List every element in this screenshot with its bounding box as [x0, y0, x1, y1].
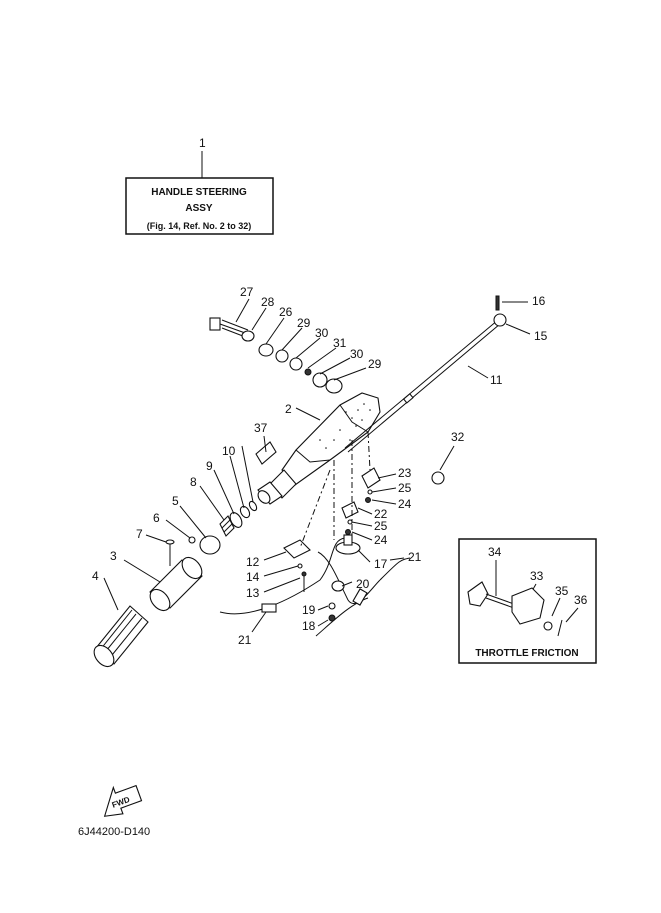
callout-29-lower: 29	[368, 357, 382, 371]
throttle-cables	[219, 534, 411, 637]
bracket-12	[283, 539, 311, 592]
callout-16: 16	[532, 294, 546, 308]
throttle-spring	[219, 515, 235, 537]
small-washer	[188, 536, 196, 544]
callout-9: 9	[206, 459, 213, 473]
centerlines	[299, 431, 371, 549]
callout-37: 37	[254, 421, 268, 435]
callout-35: 35	[555, 584, 569, 598]
callout-2: 2	[285, 402, 292, 416]
screw-7	[165, 539, 175, 566]
callout-22: 22	[374, 507, 388, 521]
washers-8-9-10	[229, 500, 258, 528]
assy-title-line1: HANDLE STEERING	[151, 187, 247, 198]
callout-13: 13	[246, 586, 260, 600]
callout-23: 23	[398, 466, 412, 480]
callout-18: 18	[302, 619, 316, 633]
assy-title-line2: ASSY	[185, 203, 213, 214]
assy-box	[125, 177, 274, 235]
callout-numbers: 2 3 4 5 6 7 8 9 10 11 12 13 14 15 16 17 …	[92, 285, 548, 647]
callout-14: 14	[246, 570, 260, 584]
callout-12: 12	[246, 555, 260, 569]
callout-24-upper: 24	[398, 497, 412, 511]
throttle-ring	[199, 535, 221, 555]
callout-19: 19	[302, 603, 316, 617]
diagram-code: 6J44200-D140	[78, 826, 150, 838]
callout-21-right: 21	[408, 550, 422, 564]
friction-lever	[467, 581, 489, 607]
assy-subtitle: (Fig. 14, Ref. No. 2 to 32)	[147, 221, 252, 231]
callout-8: 8	[190, 475, 197, 489]
throttle-grip	[93, 605, 149, 668]
callout-3: 3	[110, 549, 117, 563]
callout-4: 4	[92, 569, 99, 583]
callout-32: 32	[451, 430, 465, 444]
throttle-friction-inset: 34 33 35 36 THROTTLE FRICTION	[458, 538, 597, 664]
callout-17: 17	[374, 557, 388, 571]
callout-28: 28	[261, 295, 275, 309]
callout-27: 27	[240, 285, 254, 299]
callout-24-lower: 24	[374, 533, 388, 547]
callout-5: 5	[172, 494, 179, 508]
callout-34: 34	[488, 545, 502, 559]
callout-7: 7	[136, 527, 143, 541]
label-plate	[255, 441, 277, 465]
callout-21-left: 21	[238, 633, 252, 647]
pivot-bolt-stack	[209, 317, 343, 394]
inset-title: THROTTLE FRICTION	[475, 648, 578, 659]
callout-30-lower: 30	[350, 347, 364, 361]
leader-lines	[103, 298, 531, 633]
callout-10: 10	[222, 444, 236, 458]
fwd-arrow: FWD	[103, 784, 143, 817]
callout-31: 31	[333, 336, 347, 350]
callout-29-upper: 29	[297, 316, 311, 330]
throttle-rod	[344, 295, 507, 453]
callout-11: 11	[490, 373, 503, 387]
callout-36: 36	[574, 593, 588, 607]
callout-15: 15	[534, 329, 548, 343]
callout-26: 26	[279, 305, 293, 319]
assy-reference: 1 HANDLE STEERING ASSY (Fig. 14, Ref. No…	[125, 136, 274, 235]
bracket-parts	[341, 467, 381, 535]
callout-25-lower: 25	[374, 519, 388, 533]
callout-20: 20	[356, 577, 370, 591]
throttle-shaft	[149, 556, 203, 612]
callout-30-upper: 30	[315, 326, 329, 340]
friction-block	[511, 587, 545, 625]
callout-25-upper: 25	[398, 481, 412, 495]
cap-32	[431, 471, 445, 485]
callout-1: 1	[199, 136, 206, 150]
callout-33: 33	[530, 569, 544, 583]
callout-6: 6	[153, 511, 160, 525]
steering-handle-body	[257, 392, 381, 505]
